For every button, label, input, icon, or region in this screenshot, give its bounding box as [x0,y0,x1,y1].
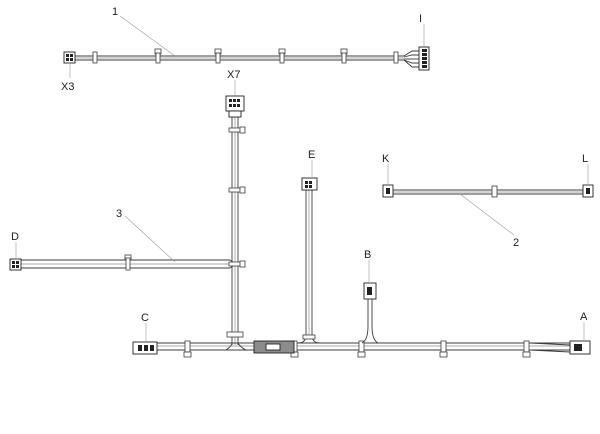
connector-e [301,177,318,191]
harness-3 [20,116,571,358]
connector-b [363,282,377,300]
label-harness-3: 3 [116,208,122,220]
harness-2 [392,185,584,198]
leader-lines [15,15,589,342]
label-harness-2: 2 [513,237,519,249]
connector-k [382,184,394,198]
label-connector-x3: X3 [61,81,74,93]
label-connector-c: C [141,312,149,324]
connector-x7 [225,95,245,118]
connector-c [132,341,158,355]
label-connector-x7: X7 [227,69,240,81]
connector-x3 [63,51,76,64]
connector-a [569,340,591,355]
label-connector-e: E [308,149,315,161]
connector-i [418,46,430,71]
label-harness-1: 1 [112,6,118,18]
label-connector-a: A [580,311,588,323]
harness-1 [74,48,420,68]
label-connector-i: I [419,13,422,25]
label-connector-k: K [382,153,390,165]
label-connector-b: B [364,249,371,261]
label-connector-l: L [582,153,588,165]
connector-l [582,184,594,198]
connector-d [9,258,22,271]
label-connector-d: D [11,231,19,243]
